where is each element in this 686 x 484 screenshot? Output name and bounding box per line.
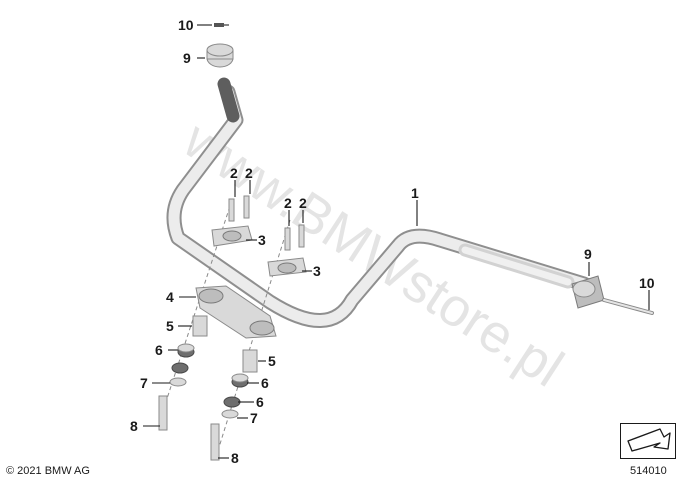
right-stack bbox=[210, 349, 258, 461]
callout-6-c: 6 bbox=[256, 394, 264, 410]
callout-9-top: 9 bbox=[183, 50, 191, 66]
clamp-cap-right bbox=[267, 257, 307, 277]
callout-2-a: 2 bbox=[230, 165, 238, 181]
bar-end-weight-top bbox=[206, 43, 234, 68]
callout-6-a: 6 bbox=[155, 342, 163, 358]
callout-7-a: 7 bbox=[140, 375, 148, 391]
callout-9-right: 9 bbox=[584, 246, 592, 262]
handlebar-riser bbox=[195, 285, 277, 339]
screw-right bbox=[602, 298, 654, 315]
callout-5-b: 5 bbox=[268, 353, 276, 369]
clamp-cap-left bbox=[211, 225, 253, 247]
bolts-upper bbox=[228, 195, 305, 251]
callout-2-c: 2 bbox=[284, 195, 292, 211]
diagram-number: 514010 bbox=[630, 465, 667, 477]
callout-labels: 10 9 2 2 2 2 3 3 1 9 10 4 5 6 7 8 5 6 6 … bbox=[130, 17, 655, 466]
callout-10-right: 10 bbox=[639, 275, 655, 291]
callout-2-d: 2 bbox=[299, 195, 307, 211]
callout-8-b: 8 bbox=[231, 450, 239, 466]
callout-10-top: 10 bbox=[178, 17, 194, 33]
callout-6-b: 6 bbox=[261, 375, 269, 391]
leader-lines bbox=[143, 24, 650, 459]
callout-2-b: 2 bbox=[245, 165, 253, 181]
callout-3-a: 3 bbox=[258, 232, 266, 248]
copyright-notice: © 2021 BMW AG bbox=[6, 465, 90, 477]
callout-7-b: 7 bbox=[250, 410, 258, 426]
watermark: www.BMWstore.pl bbox=[173, 109, 574, 398]
callout-4: 4 bbox=[166, 289, 174, 305]
handlebar bbox=[166, 77, 592, 328]
direction-arrow-icon bbox=[620, 423, 676, 459]
callout-8-a: 8 bbox=[130, 418, 138, 434]
callout-3-b: 3 bbox=[313, 263, 321, 279]
callout-5-a: 5 bbox=[166, 318, 174, 334]
left-stack bbox=[158, 315, 208, 431]
callout-1: 1 bbox=[411, 185, 419, 201]
